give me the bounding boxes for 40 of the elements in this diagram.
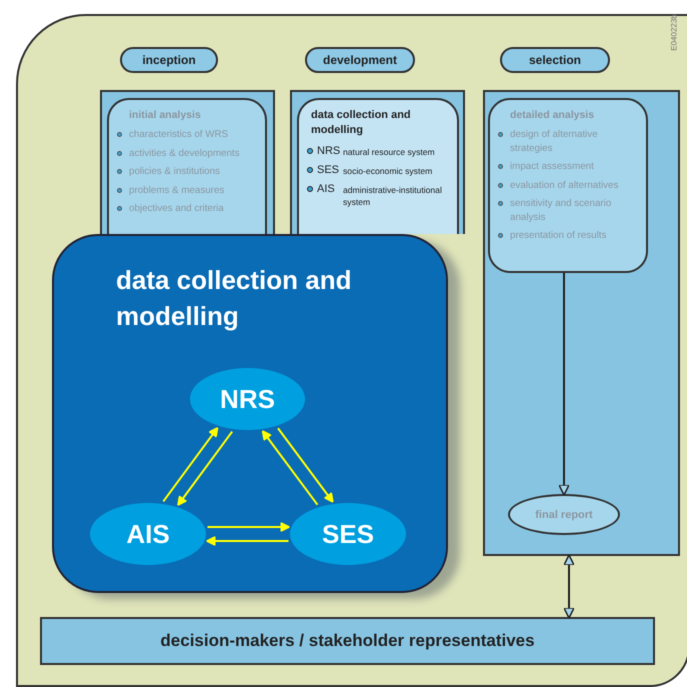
- system-abbreviation: SES: [307, 163, 343, 177]
- system-abbreviation: NRS: [307, 144, 343, 158]
- highlight-panel: [52, 234, 448, 593]
- bullet-item: policies & institutions: [117, 165, 261, 178]
- bullet-item: objectives and criteria: [117, 202, 261, 216]
- document-code: E040223b: [670, 14, 679, 51]
- bullet-item: problems & measures: [117, 184, 261, 197]
- system-description: socio-economic system: [343, 165, 434, 177]
- bullet-item: design of alternative strategies: [498, 128, 642, 155]
- system-description: administrative-institutional system: [343, 184, 443, 208]
- bullet-item: activities & developments: [117, 146, 261, 160]
- system-abbreviation: AIS: [307, 182, 343, 196]
- bullet-item: evaluation of alternatives: [498, 178, 642, 192]
- system-description: natural resource system: [343, 146, 436, 158]
- panel-title: data collection and modelling: [116, 264, 352, 334]
- arrow: [262, 430, 318, 506]
- result-oval: final report: [508, 494, 620, 535]
- bullet-item: sensitivity and scenario analysis: [498, 197, 642, 224]
- phase-column: [483, 90, 680, 556]
- phase-label: selection: [500, 47, 610, 73]
- arrow: [206, 536, 288, 546]
- stakeholder-bar: decision-makers / stakeholder representatives: [40, 617, 655, 665]
- system-ellipse: NRS: [190, 368, 305, 430]
- arrow: [563, 554, 575, 619]
- card-heading: data collection and modelling: [311, 108, 412, 138]
- arrow: [177, 430, 234, 506]
- arrow: [277, 428, 334, 503]
- bullet-item: presentation of results: [498, 229, 642, 242]
- phase-label: development: [305, 47, 415, 73]
- system-ellipse: AIS: [90, 503, 206, 565]
- step-card: [488, 98, 648, 273]
- arrow: [558, 273, 570, 496]
- bullet-item: impact assessment: [498, 160, 642, 174]
- arrow: [162, 426, 218, 502]
- phase-label: inception: [120, 47, 218, 73]
- system-ellipse: SES: [290, 503, 406, 565]
- card-heading: detailed analysis: [510, 108, 596, 122]
- card-heading: initial analysis: [129, 108, 202, 122]
- bullet-item: characteristics of WRS: [117, 128, 261, 142]
- arrow: [208, 522, 290, 532]
